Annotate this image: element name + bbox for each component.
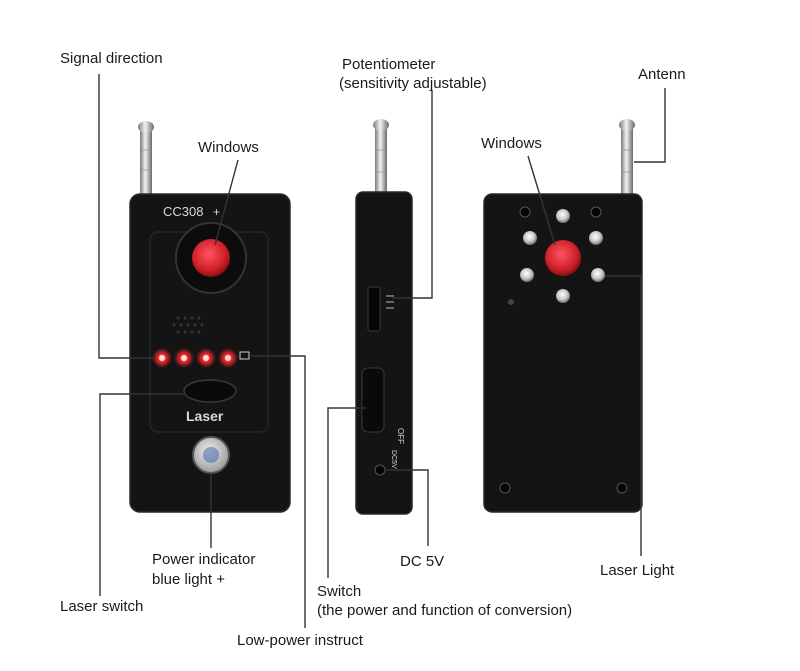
front-antenna bbox=[138, 121, 154, 200]
label-windows-back: Windows bbox=[481, 135, 542, 152]
label-laser-light: Laser Light bbox=[600, 562, 675, 579]
label-dc5v: DC 5V bbox=[400, 553, 444, 570]
front-model-plus: + bbox=[213, 205, 220, 219]
label-antenn: Antenn bbox=[638, 66, 686, 83]
power-mode-switch[interactable] bbox=[361, 367, 385, 433]
back-antenna bbox=[619, 119, 635, 198]
dc-jack-print: DC5V bbox=[390, 450, 397, 469]
callout-labels: Signal direction Windows Potentiometer (… bbox=[60, 50, 686, 649]
label-power-indicator-detail: blue light + bbox=[152, 571, 225, 588]
label-power-indicator: Power indicator bbox=[152, 551, 255, 568]
side-device: OFF DC5V bbox=[355, 119, 413, 515]
side-antenna bbox=[373, 119, 389, 198]
back-device bbox=[483, 119, 643, 513]
back-window-lens bbox=[545, 240, 581, 276]
label-low-power: Low-power instruct bbox=[237, 632, 364, 649]
label-switch: Switch bbox=[317, 583, 361, 600]
label-potentiometer-detail: (sensitivity adjustable) bbox=[339, 75, 487, 92]
leader-lines bbox=[98, 74, 666, 628]
label-signal-direction: Signal direction bbox=[60, 50, 163, 67]
switch-off-print: OFF bbox=[396, 428, 405, 444]
signal-leds bbox=[152, 348, 238, 368]
laser-led-ring bbox=[520, 209, 605, 303]
front-model-label: CC308 bbox=[163, 204, 203, 219]
side-body bbox=[355, 191, 413, 515]
battery-icon bbox=[239, 351, 250, 360]
speaker-grille bbox=[172, 316, 204, 334]
front-window-lens bbox=[192, 239, 230, 277]
dc-jack bbox=[374, 464, 386, 476]
label-potentiometer: Potentiometer bbox=[342, 56, 435, 73]
laser-switch-button[interactable] bbox=[183, 379, 237, 403]
label-laser-switch: Laser switch bbox=[60, 598, 143, 615]
potentiometer-wheel[interactable] bbox=[367, 286, 381, 332]
label-switch-detail: (the power and function of conversion) bbox=[317, 602, 572, 619]
label-windows-front: Windows bbox=[198, 139, 259, 156]
front-device: CC308 + Laser bbox=[129, 121, 291, 513]
laser-print-label: Laser bbox=[186, 408, 224, 424]
